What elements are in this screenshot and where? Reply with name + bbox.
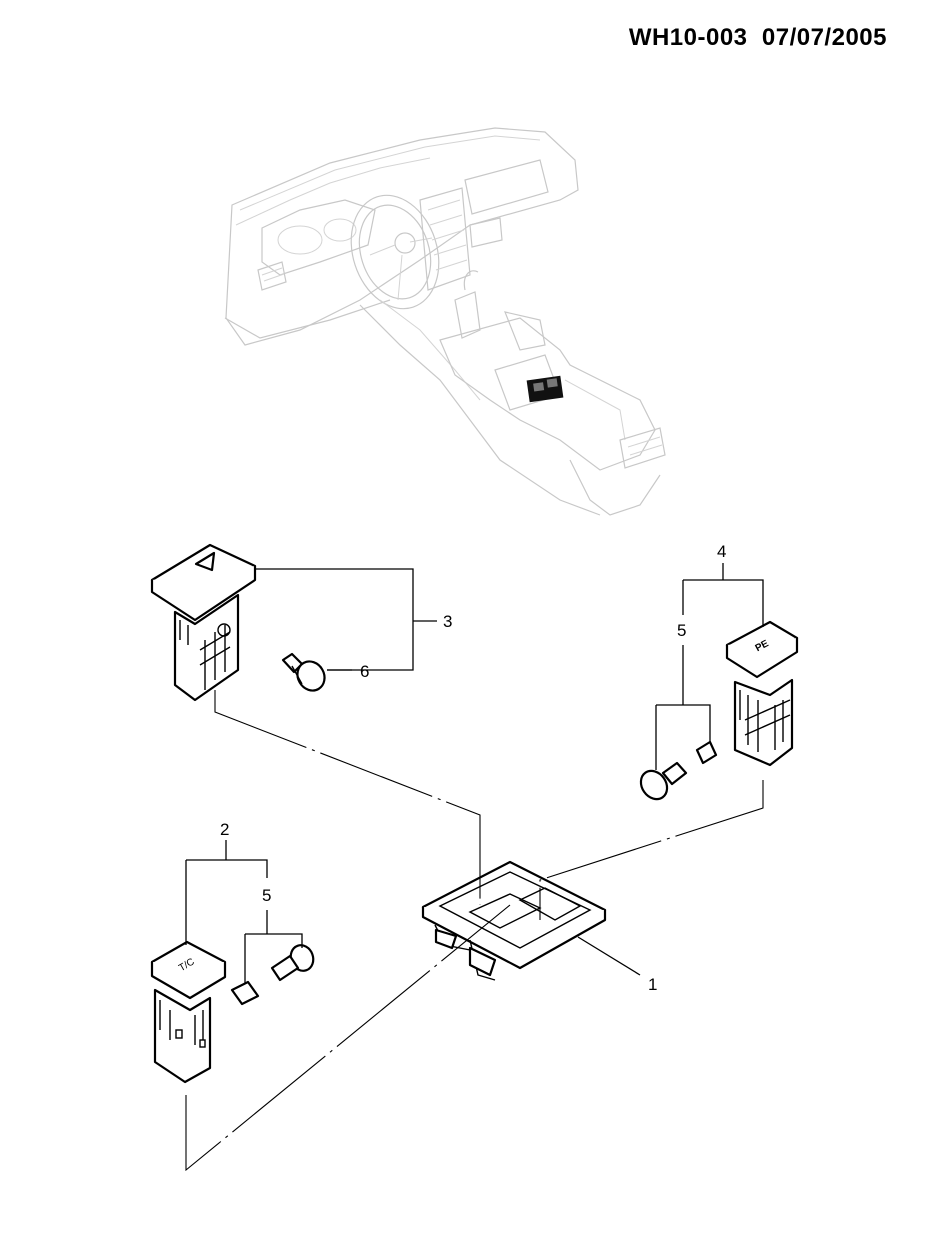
callout-5-left: 5 — [262, 886, 271, 905]
callout-4: 4 — [717, 542, 726, 561]
diagram-date: 07/07/2005 — [761, 24, 887, 51]
part-pe-switch: PE — [725, 620, 799, 767]
part-bezel — [421, 860, 607, 981]
part-code: WH10-003 — [628, 24, 748, 51]
callout-1: 1 — [648, 975, 657, 994]
part-bulb-5-right — [639, 740, 718, 801]
callout-2: 2 — [220, 820, 229, 839]
callout-3: 3 — [443, 612, 452, 631]
callout-5-right: 5 — [677, 621, 686, 640]
part-bulb-5-left — [230, 944, 315, 1006]
diagram-header: WH10-003 07/07/2005 — [629, 24, 887, 52]
callout-6: 6 — [360, 662, 369, 681]
part-bulb-holder-6 — [281, 652, 326, 692]
dashboard-illustration — [224, 127, 666, 516]
leader-lines — [185, 563, 764, 1172]
part-hazard-switch — [150, 543, 257, 702]
part-tc-switch: T/C — [150, 940, 227, 1084]
